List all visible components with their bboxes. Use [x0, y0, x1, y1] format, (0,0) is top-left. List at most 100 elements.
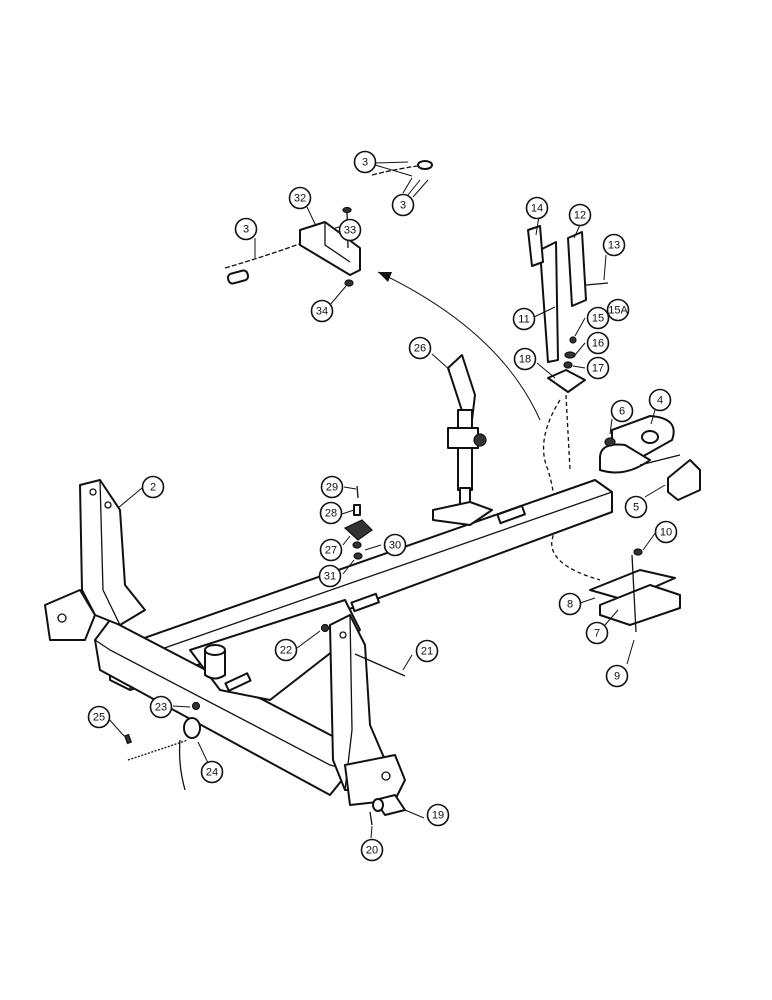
callout-label: 29 — [326, 482, 338, 494]
callout-29: 29 — [320, 475, 344, 499]
cotter-pin — [369, 811, 373, 826]
callout-circle — [586, 356, 610, 380]
hitch-clevis — [599, 415, 701, 501]
callout-circle — [141, 475, 165, 499]
callout-label: 18 — [519, 354, 531, 366]
callout-3: 3 — [353, 150, 377, 174]
callout-circle — [624, 495, 648, 519]
callout-label: 4 — [657, 395, 663, 407]
callout-32: 32 — [288, 186, 312, 210]
plate-assembly — [589, 548, 681, 633]
callout-circle — [525, 196, 549, 220]
callout-9: 9 — [605, 664, 629, 688]
callout-label: 24 — [206, 767, 218, 779]
safety-chain — [224, 160, 433, 285]
callout-circle — [391, 193, 415, 217]
callout-label: 34 — [316, 306, 328, 318]
callout-label: 28 — [325, 508, 337, 520]
callout-8: 8 — [558, 592, 582, 616]
callout-circle — [426, 803, 450, 827]
callout-circle — [605, 664, 629, 688]
callout-16: 16 — [586, 331, 610, 355]
left-upright — [44, 479, 146, 641]
callout-circle — [586, 331, 610, 355]
callout-20: 20 — [360, 838, 384, 862]
callout-26: 26 — [408, 336, 432, 360]
callout-label: 22 — [280, 645, 292, 657]
callout-label: 32 — [294, 193, 306, 205]
routing-curve — [377, 271, 541, 421]
callout-circle — [274, 638, 298, 662]
callout-label: 10 — [660, 527, 672, 539]
callout-circle — [310, 299, 334, 323]
callout-label: 26 — [414, 343, 426, 355]
callout-34: 34 — [310, 299, 334, 323]
callout-group: 233345678910111213141515A161718192021222… — [87, 150, 678, 862]
callout-label: 31 — [324, 571, 336, 583]
callout-11: 11 — [512, 307, 536, 331]
pivot-sleeve — [204, 644, 226, 680]
callout-label: 13 — [608, 240, 620, 252]
callout-label: 25 — [93, 712, 105, 724]
callout-label: 17 — [592, 363, 604, 375]
callout-15a: 15A — [606, 298, 630, 322]
callout-6: 6 — [610, 399, 634, 423]
callout-label: 11 — [518, 314, 529, 326]
callout-label: 6 — [619, 406, 625, 418]
callout-19: 19 — [426, 803, 450, 827]
clamp-hardware — [343, 485, 373, 560]
callout-25: 25 — [87, 705, 111, 729]
callout-circle — [353, 150, 377, 174]
callout-circle — [408, 336, 432, 360]
callout-31: 31 — [318, 564, 342, 588]
callout-label: 27 — [325, 545, 337, 557]
callout-circle — [288, 186, 312, 210]
right-upright — [329, 614, 406, 806]
callout-30: 30 — [383, 533, 407, 557]
chain-nut — [344, 279, 354, 287]
callout-circle — [149, 695, 173, 719]
callout-circle — [568, 203, 592, 227]
callout-circle — [606, 298, 630, 322]
screw-jack — [127, 701, 201, 791]
callout-label: 2 — [150, 482, 156, 494]
callout-circle — [513, 347, 537, 371]
callout-17: 17 — [586, 356, 610, 380]
callout-10: 10 — [654, 520, 678, 544]
callout-label: 21 — [421, 646, 433, 658]
callout-33: 33 — [338, 218, 362, 242]
callout-circle — [586, 306, 610, 330]
callout-label: 3 — [362, 157, 368, 169]
gusset-slot — [224, 672, 252, 692]
callout-7: 7 — [585, 621, 609, 645]
jack-stand — [432, 354, 493, 526]
callout-circle — [319, 538, 343, 562]
long-bolt — [354, 653, 406, 677]
vertical-bracket — [527, 225, 609, 471]
callout-label: 33 — [344, 225, 356, 237]
callout-14: 14 — [525, 196, 549, 220]
callout-circle — [585, 621, 609, 645]
callout-12: 12 — [568, 203, 592, 227]
set-screw — [123, 733, 133, 745]
callout-circle — [648, 388, 672, 412]
callout-label: 15A — [608, 305, 628, 317]
callout-3: 3 — [234, 217, 258, 241]
callout-15: 15 — [586, 306, 610, 330]
callout-circle — [558, 592, 582, 616]
callout-5: 5 — [624, 495, 648, 519]
callout-circle — [415, 639, 439, 663]
callout-label: 19 — [432, 810, 444, 822]
callout-28: 28 — [319, 501, 343, 525]
callout-circle — [319, 501, 343, 525]
callout-circle — [320, 475, 344, 499]
callout-label: 20 — [366, 845, 378, 857]
callout-label: 7 — [594, 628, 600, 640]
callout-label: 30 — [389, 540, 401, 552]
callout-circle — [610, 399, 634, 423]
callout-circle — [318, 564, 342, 588]
callout-label: 9 — [614, 671, 620, 683]
callout-label: 16 — [592, 338, 604, 350]
callout-label: 23 — [155, 702, 167, 714]
